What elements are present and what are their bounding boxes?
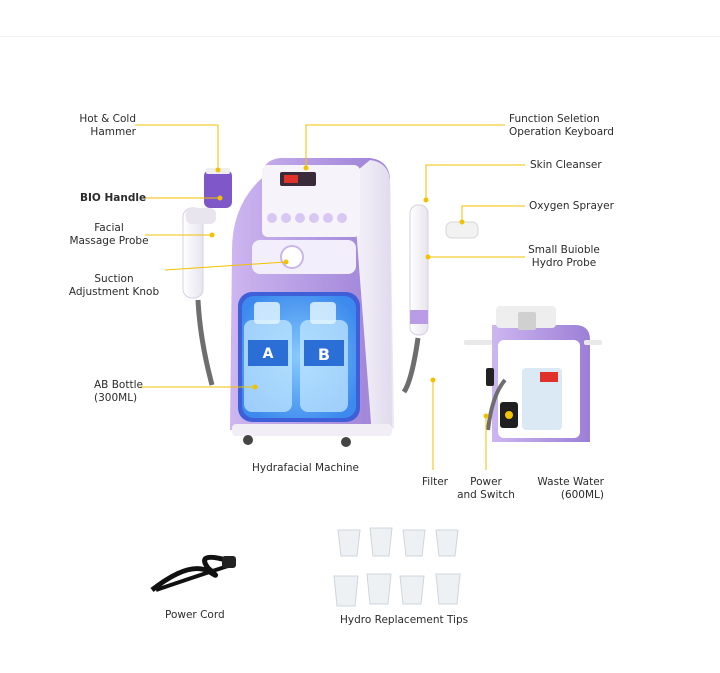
label-filter: Filter [422, 476, 449, 488]
side-handle-left [464, 340, 492, 345]
label-line: Small Buioble [528, 244, 600, 256]
tip-4 [435, 529, 459, 557]
hydrafacial-machine [182, 158, 479, 447]
label-line: Facial [94, 222, 124, 234]
caption-hydro-tips: Hydro Replacement Tips [340, 614, 469, 626]
machine-base [232, 424, 392, 436]
filter-canister [518, 312, 536, 330]
tip-3 [402, 529, 426, 557]
label-line: Hydro Probe [531, 257, 597, 269]
side-view-machine [464, 306, 602, 442]
label-line: (300ML) [94, 392, 138, 404]
leader-dot [215, 167, 221, 173]
probe-cable-right [401, 337, 421, 394]
hammer-head [204, 170, 232, 208]
machine-side-panel [352, 160, 394, 436]
label-skin-cleanser: Skin Cleanser [530, 159, 602, 171]
leader-knob [164, 261, 287, 271]
label-ab-bottle: AB Bottle (300ML) [94, 379, 143, 405]
bottle-a-cap [254, 302, 280, 324]
label-line: AB Bottle [94, 379, 143, 391]
power-plug-icon [222, 556, 236, 568]
keypad-buttons [267, 213, 347, 223]
side-handle-right [584, 340, 602, 345]
tip-2 [369, 527, 393, 557]
hydro-tips [333, 527, 461, 607]
knob-icon [280, 245, 304, 269]
tip-1 [337, 529, 361, 557]
probe-cable-left [195, 299, 215, 386]
probe-band [410, 310, 428, 324]
caption-hydrafacial-machine: Hydrafacial Machine [252, 462, 359, 474]
leader-oxygen [461, 205, 525, 222]
side-display [540, 372, 558, 382]
leader-hammer [135, 124, 219, 170]
cord-cable-2 [155, 564, 229, 592]
bottle-b-cap [310, 302, 336, 324]
tip-5 [333, 575, 359, 607]
leader-keyboard [305, 124, 505, 168]
massage-probe-head [186, 208, 216, 224]
label-facial-massage-probe: Facial Massage Probe [66, 222, 152, 248]
label-line: Hot & Cold [79, 113, 136, 125]
label-line: Function Seletion [509, 113, 600, 125]
tip-6 [366, 573, 392, 605]
leader-lines [135, 124, 525, 470]
cord-cable [150, 554, 227, 592]
label-waste-water: Waste Water (600ML) [520, 476, 604, 502]
label-line: (600ML) [560, 489, 604, 501]
bottle-b-letter: B [318, 345, 330, 364]
side-hose [486, 378, 507, 431]
bottle-a-letter: A [263, 346, 274, 362]
wheel-right [341, 437, 351, 447]
label-line: Hammer [90, 126, 136, 138]
header-divider [0, 36, 720, 37]
caption-power-cord: Power Cord [165, 609, 225, 621]
label-line: Suction [94, 273, 134, 285]
waste-bottle [522, 368, 562, 430]
label-line: Massage Probe [69, 235, 149, 247]
leader-cleanser [425, 164, 525, 200]
label-bio-handle: BIO Handle [80, 192, 147, 204]
tip-8 [435, 573, 461, 605]
label-line: Operation Keyboard [509, 126, 614, 138]
label-line: and Switch [457, 489, 515, 501]
label-oxygen-sprayer: Oxygen Sprayer [529, 200, 614, 212]
label-small-bubble-probe: Small Buioble Hydro Probe [520, 244, 608, 270]
wheel-left [243, 435, 253, 445]
switch-dot [505, 411, 513, 419]
bottle-a-label [248, 340, 288, 366]
label-line: Power [470, 476, 502, 488]
side-port [486, 368, 494, 386]
tip-7 [399, 575, 425, 605]
label-hot-cold-hammer: Hot & Cold Hammer [62, 113, 136, 139]
power-cord [150, 554, 236, 592]
small-bubble-probe [409, 204, 429, 336]
label-power-switch: Power and Switch [455, 476, 517, 502]
label-suction-knob: Suction Adjustment Knob [66, 273, 162, 299]
display-digits [284, 175, 298, 183]
bottle-b-label [304, 340, 344, 366]
label-line: Adjustment Knob [68, 286, 160, 298]
label-function-keyboard: Function Seletion Operation Keyboard [509, 113, 614, 139]
label-line: Waste Water [537, 476, 604, 488]
